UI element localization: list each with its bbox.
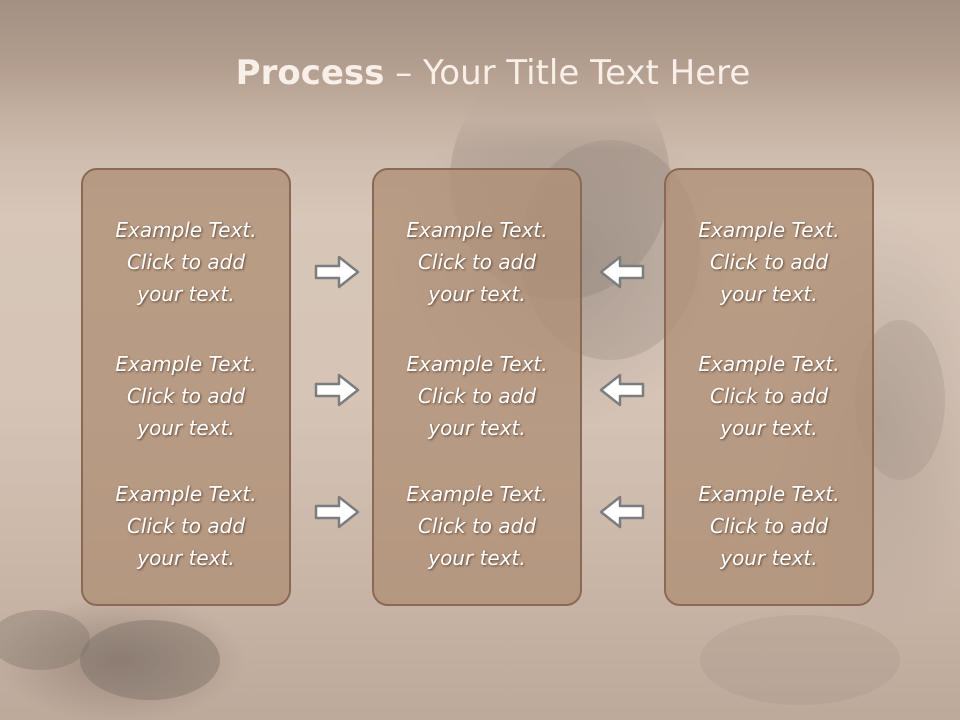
box-3-text-3[interactable]: Example Text. Click to add your text. xyxy=(698,482,840,570)
right-arrow-icon xyxy=(314,255,360,289)
left-arrow-icon xyxy=(599,255,645,289)
box-3-text-2[interactable]: Example Text. Click to add your text. xyxy=(698,352,840,440)
box-1-text-2[interactable]: Example Text. Click to add your text. xyxy=(115,352,257,440)
title-dash: – xyxy=(384,53,424,93)
box-1-text-3[interactable]: Example Text. Click to add your text. xyxy=(115,482,257,570)
left-arrow-icon xyxy=(599,495,645,529)
right-arrow-icon xyxy=(314,373,360,407)
title-rest: Your Title Text Here xyxy=(423,53,751,93)
process-box-3[interactable]: Example Text. Click to add your text. Ex… xyxy=(664,168,874,606)
process-box-1[interactable]: Example Text. Click to add your text. Ex… xyxy=(81,168,291,606)
box-2-text-3[interactable]: Example Text. Click to add your text. xyxy=(406,482,548,570)
header-band xyxy=(0,0,960,150)
left-arrow-icon xyxy=(599,373,645,407)
box-2-text-1[interactable]: Example Text. Click to add your text. xyxy=(406,218,548,306)
box-2-text-2[interactable]: Example Text. Click to add your text. xyxy=(406,352,548,440)
box-3-text-1[interactable]: Example Text. Click to add your text. xyxy=(698,218,840,306)
right-arrow-icon xyxy=(314,495,360,529)
title-bold: Process xyxy=(235,53,385,93)
box-1-text-1[interactable]: Example Text. Click to add your text. xyxy=(115,218,257,306)
process-box-2[interactable]: Example Text. Click to add your text. Ex… xyxy=(372,168,582,606)
slide-title[interactable]: Process – Your Title Text Here xyxy=(0,50,960,96)
